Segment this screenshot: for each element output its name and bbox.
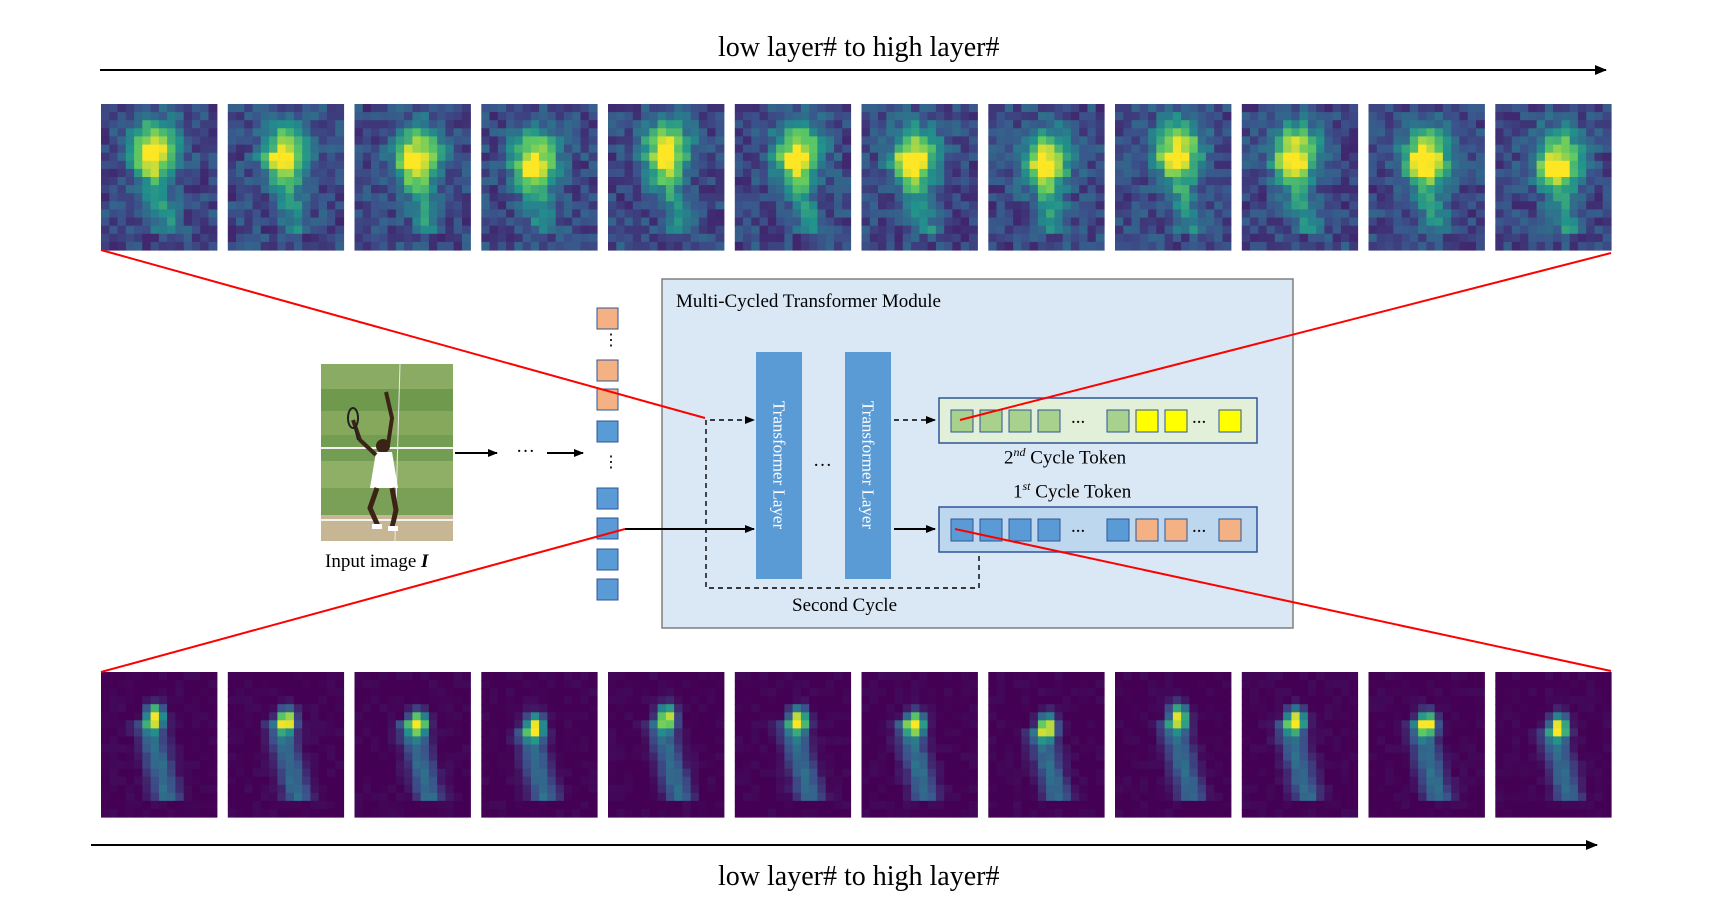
transformer-layer-1 (756, 352, 802, 579)
bottom-heatmap-row (101, 672, 1612, 818)
top-heatmap-11 (1368, 104, 1485, 251)
transformer-layer-2-label: Transformer Layer (858, 400, 878, 530)
cycle1-tokens (950, 518, 1242, 542)
cycle1-token-label: 1st Cycle Token (1013, 479, 1132, 503)
top-heatmap-8 (988, 104, 1105, 251)
token-yellow (1135, 409, 1159, 433)
connector-top-right (959, 252, 1612, 421)
bottom-heatmap-6 (734, 672, 852, 818)
bottom-heatmap-10 (1241, 672, 1359, 818)
token-orange (1164, 518, 1188, 542)
cycle1-token-ellipsis-2: ... (1192, 516, 1207, 537)
cycle2-token-ellipsis-1: ... (1071, 407, 1086, 428)
top-heatmap-3 (354, 104, 471, 251)
token-blue (596, 548, 619, 571)
top-heatmap-7 (861, 104, 978, 251)
bottom-heatmap-4 (481, 672, 598, 818)
connector-bottom-right (954, 528, 1612, 672)
token-green (979, 409, 1003, 433)
token-orange (596, 359, 619, 382)
bottom-axis-label: low layer# to high layer# (718, 861, 1000, 892)
token-green (950, 409, 974, 433)
token-orange (1218, 518, 1242, 542)
token-blue (596, 487, 619, 510)
top-heatmap-12 (1495, 104, 1612, 251)
second-cycle-path (705, 416, 980, 589)
top-heatmap-9 (1115, 104, 1232, 251)
token-green (1037, 409, 1061, 433)
cycle2-token-ellipsis-2: ... (1192, 407, 1207, 428)
top-heatmap-6 (734, 104, 852, 251)
input-image-symbol: I (421, 551, 429, 572)
bottom-heatmap-2 (227, 672, 345, 818)
token-orange (1135, 518, 1159, 542)
transformer-layer-1-label: Transformer Layer (769, 400, 789, 530)
connector-top-left (100, 249, 706, 419)
bottom-heatmap-11 (1368, 672, 1485, 818)
cycle1-token-ellipsis-1: ... (1071, 516, 1086, 537)
bottom-heatmap-8 (988, 672, 1105, 818)
token-blue (596, 578, 619, 601)
input-image-caption: Input image (325, 551, 417, 572)
vertical-ellipsis-top: ⋮ (603, 332, 619, 349)
token-orange (596, 388, 619, 411)
bottom-heatmap-7 (861, 672, 978, 818)
connector-bottom-left (100, 528, 626, 673)
bottom-heatmap-1 (101, 672, 218, 818)
token-orange (596, 307, 619, 330)
token-green (1106, 409, 1130, 433)
horizontal-ellipsis: ··· (516, 441, 535, 462)
transformer-layer-2 (845, 352, 891, 579)
bottom-heatmap-12 (1495, 672, 1612, 818)
token-yellow (1218, 409, 1242, 433)
token-blue (1037, 518, 1061, 542)
top-heatmap-5 (608, 104, 725, 251)
vertical-ellipsis-mid: ⋮ (603, 454, 619, 471)
top-heatmap-4 (481, 104, 598, 251)
token-blue (596, 517, 619, 540)
cycle2-tokens (950, 409, 1242, 433)
top-axis-label: low layer# to high layer# (718, 32, 1000, 63)
top-heatmap-10 (1241, 104, 1359, 251)
module-title: Multi-Cycled Transformer Module (676, 291, 941, 312)
token-blue (596, 420, 619, 443)
input-image-label: Input image I (325, 552, 428, 571)
token-yellow (1164, 409, 1188, 433)
token-blue (1106, 518, 1130, 542)
red-connectors (100, 249, 1612, 673)
top-heatmap-2 (227, 104, 345, 251)
top-heatmap-1 (101, 104, 218, 251)
token-blue (1008, 518, 1032, 542)
input-image (321, 363, 453, 542)
bottom-heatmap-9 (1115, 672, 1232, 818)
cycle2-token-label: 2nd Cycle Token (1004, 445, 1127, 469)
top-heatmap-row (101, 104, 1612, 251)
second-cycle-label: Second Cycle (792, 595, 898, 616)
bottom-heatmap-5 (608, 672, 725, 818)
layer-ellipsis: ··· (813, 455, 832, 476)
token-green (1008, 409, 1032, 433)
input-token-column (596, 307, 619, 601)
bottom-heatmap-3 (354, 672, 471, 818)
